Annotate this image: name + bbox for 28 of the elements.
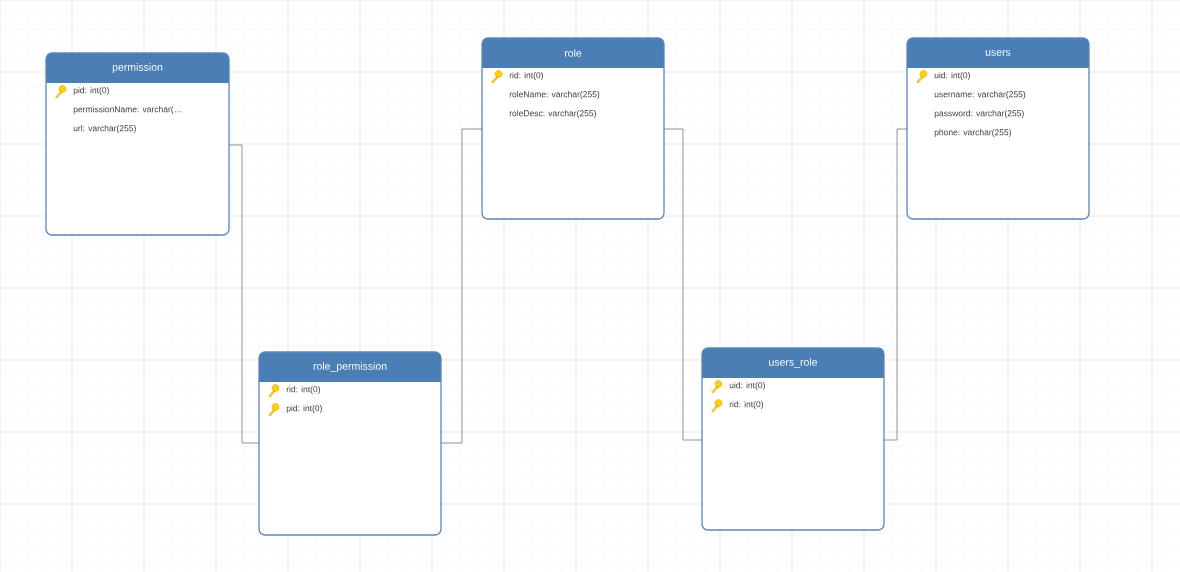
field-row: phone: varchar(255): [934, 129, 1011, 137]
table-box: [701, 347, 885, 531]
field-row: roleDesc: varchar(255): [509, 110, 596, 118]
table-title: role_permission: [313, 362, 387, 372]
table-title: permission: [112, 63, 163, 73]
field-row: url: varchar(255): [73, 125, 136, 133]
connector-line: [884, 128, 908, 441]
field-row: permissionName: varchar(…: [73, 106, 181, 114]
field-row: uid: int(0): [729, 382, 765, 390]
field-row: rid: int(0): [729, 401, 763, 409]
field-row: roleName: varchar(255): [509, 91, 600, 99]
connector-line: [441, 128, 483, 444]
table-box: [906, 37, 1090, 220]
field-row: password: varchar(255): [934, 110, 1024, 118]
table-title: users_role: [769, 358, 818, 368]
table-title: users: [985, 50, 1011, 56]
table-box: [45, 52, 230, 236]
field-row: pid: int(0): [286, 405, 322, 413]
field-row: uid: int(0): [934, 72, 970, 80]
table-box: [258, 351, 442, 536]
table-box: [481, 37, 665, 220]
table-title: role: [564, 49, 582, 57]
connector-line: [229, 144, 260, 444]
field-row: rid: int(0): [509, 72, 543, 80]
field-row: rid: int(0): [286, 386, 320, 394]
field-row: username: varchar(255): [934, 91, 1026, 99]
field-row: pid: int(0): [73, 87, 109, 95]
connector-line: [664, 128, 703, 441]
